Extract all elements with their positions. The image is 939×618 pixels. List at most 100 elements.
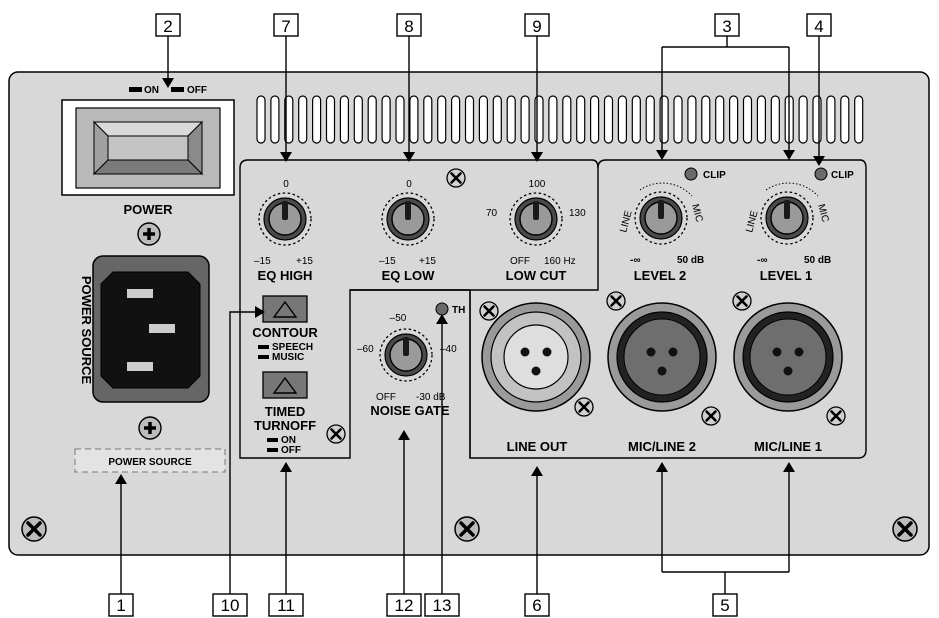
- vent-slot: [478, 95, 488, 144]
- mic-line-2-label: MIC/LINE 2: [628, 439, 696, 454]
- vent-slot: [339, 95, 349, 144]
- callout-1: 1: [108, 593, 134, 617]
- power-source-box-label: POWER SOURCE: [108, 457, 192, 468]
- mic-line-2-jack[interactable]: [607, 302, 717, 412]
- callout-boxes: 2 7 8 9 3 4 1 10 11 12 13 6 5: [108, 13, 832, 617]
- screw-icon: [20, 515, 48, 543]
- vent-slot: [256, 95, 266, 144]
- iec-power-inlet[interactable]: [92, 255, 210, 403]
- threshold-label: TH: [452, 305, 465, 316]
- power-switch[interactable]: [61, 99, 235, 196]
- contour-speech-label: SPEECH: [272, 342, 313, 353]
- eq-high-top-mark: 0: [283, 179, 289, 190]
- svg-text:9: 9: [532, 17, 541, 36]
- line-out-jack[interactable]: [481, 302, 591, 412]
- level-1-knob[interactable]: [760, 191, 814, 245]
- callout-5: 5: [712, 593, 738, 617]
- vent-slot: [673, 95, 683, 144]
- svg-text:8: 8: [404, 17, 413, 36]
- gate-right-mark: –40: [440, 344, 457, 355]
- vent-slot: [715, 95, 725, 144]
- svg-text:5: 5: [720, 596, 729, 615]
- inputs-section-border: [469, 159, 867, 459]
- vent-slot: [728, 95, 739, 144]
- screw-icon: [325, 423, 347, 445]
- threshold-led: [435, 302, 449, 316]
- power-label: POWER: [123, 202, 173, 217]
- callout-6: 6: [524, 593, 550, 617]
- timed-turnoff-button[interactable]: [262, 371, 308, 399]
- vent-slot: [284, 95, 294, 144]
- eq-low-knob[interactable]: [381, 192, 435, 246]
- vent-slot: [492, 95, 502, 144]
- low-cut-label: LOW CUT: [506, 268, 567, 283]
- mic-line-1-jack[interactable]: [733, 302, 843, 412]
- vent-slot: [645, 95, 655, 144]
- vent-slot: [423, 95, 433, 144]
- vent-slot: [798, 95, 808, 144]
- vent-slot: [617, 95, 628, 144]
- level1-max-mark: 50 dB: [804, 255, 831, 266]
- vent-slot: [270, 95, 280, 144]
- level-1-label: LEVEL 1: [760, 268, 813, 283]
- vent-slot: [409, 95, 419, 144]
- vent-slot: [576, 95, 586, 144]
- screw-icon: [825, 405, 847, 427]
- eq-low-min-mark: –15: [379, 256, 396, 267]
- svg-text:3: 3: [722, 17, 731, 36]
- lowcut-max-mark: 160 Hz: [544, 256, 576, 267]
- line-out-label: LINE OUT: [507, 439, 568, 454]
- vent-slot: [395, 95, 405, 144]
- lowcut-min-mark: OFF: [510, 256, 530, 267]
- gate-max-mark: -30 dB: [416, 392, 446, 403]
- level1-min-mark: -∞: [757, 255, 767, 266]
- level-2-label: LEVEL 2: [634, 268, 687, 283]
- callout-12: 12: [386, 593, 422, 617]
- eq-low-max-mark: +15: [419, 256, 436, 267]
- low-cut-knob[interactable]: [509, 192, 563, 246]
- screw-icon: [453, 515, 481, 543]
- screw-icon: [445, 167, 467, 189]
- clip-label-2: CLIP: [703, 170, 726, 181]
- gate-top-mark: –50: [390, 313, 407, 324]
- vent-slot: [520, 95, 530, 144]
- timed-on-label: ON: [281, 435, 296, 446]
- vent-slot: [451, 95, 461, 144]
- level-2-knob[interactable]: [634, 191, 688, 245]
- contour-button[interactable]: [262, 295, 308, 323]
- released-symbol-icon: [267, 448, 278, 452]
- vent-slot: [756, 95, 767, 144]
- vent-slot: [312, 95, 322, 144]
- svg-text:7: 7: [281, 17, 290, 36]
- clip-label-1: CLIP: [831, 170, 854, 181]
- power-off-label: OFF: [187, 85, 207, 96]
- callout-2: 2: [155, 13, 181, 37]
- clip-led-1: [814, 167, 828, 181]
- vent-slot: [562, 95, 572, 144]
- vent-slot: [534, 95, 544, 144]
- mic-line-1-label: MIC/LINE 1: [754, 439, 822, 454]
- callout-9: 9: [524, 13, 550, 37]
- vent-slot: [687, 95, 697, 144]
- eq-high-knob[interactable]: [258, 192, 312, 246]
- screw-icon: [573, 396, 595, 418]
- lowcut-right-mark: 130: [569, 208, 586, 219]
- power-source-vertical-label: POWER SOURCE: [79, 276, 94, 385]
- vent-slot: [325, 95, 336, 144]
- eq-high-min-mark: –15: [254, 256, 271, 267]
- contour-label: CONTOUR: [252, 325, 318, 340]
- vent-slot: [854, 95, 864, 144]
- power-source-box: POWER SOURCE: [74, 448, 226, 473]
- svg-text:6: 6: [532, 596, 541, 615]
- gate-min-mark: OFF: [376, 392, 396, 403]
- noise-gate-label: NOISE GATE: [370, 403, 450, 418]
- callout-11: 11: [268, 593, 304, 617]
- noise-gate-knob[interactable]: [379, 328, 433, 382]
- contour-music-label: MUSIC: [272, 352, 304, 363]
- svg-text:13: 13: [433, 596, 452, 615]
- callout-8: 8: [396, 13, 422, 37]
- vent-slot: [826, 95, 836, 144]
- vent-slot: [353, 95, 363, 144]
- pressed-symbol-icon: [267, 438, 278, 442]
- timed-off-label: OFF: [281, 445, 301, 456]
